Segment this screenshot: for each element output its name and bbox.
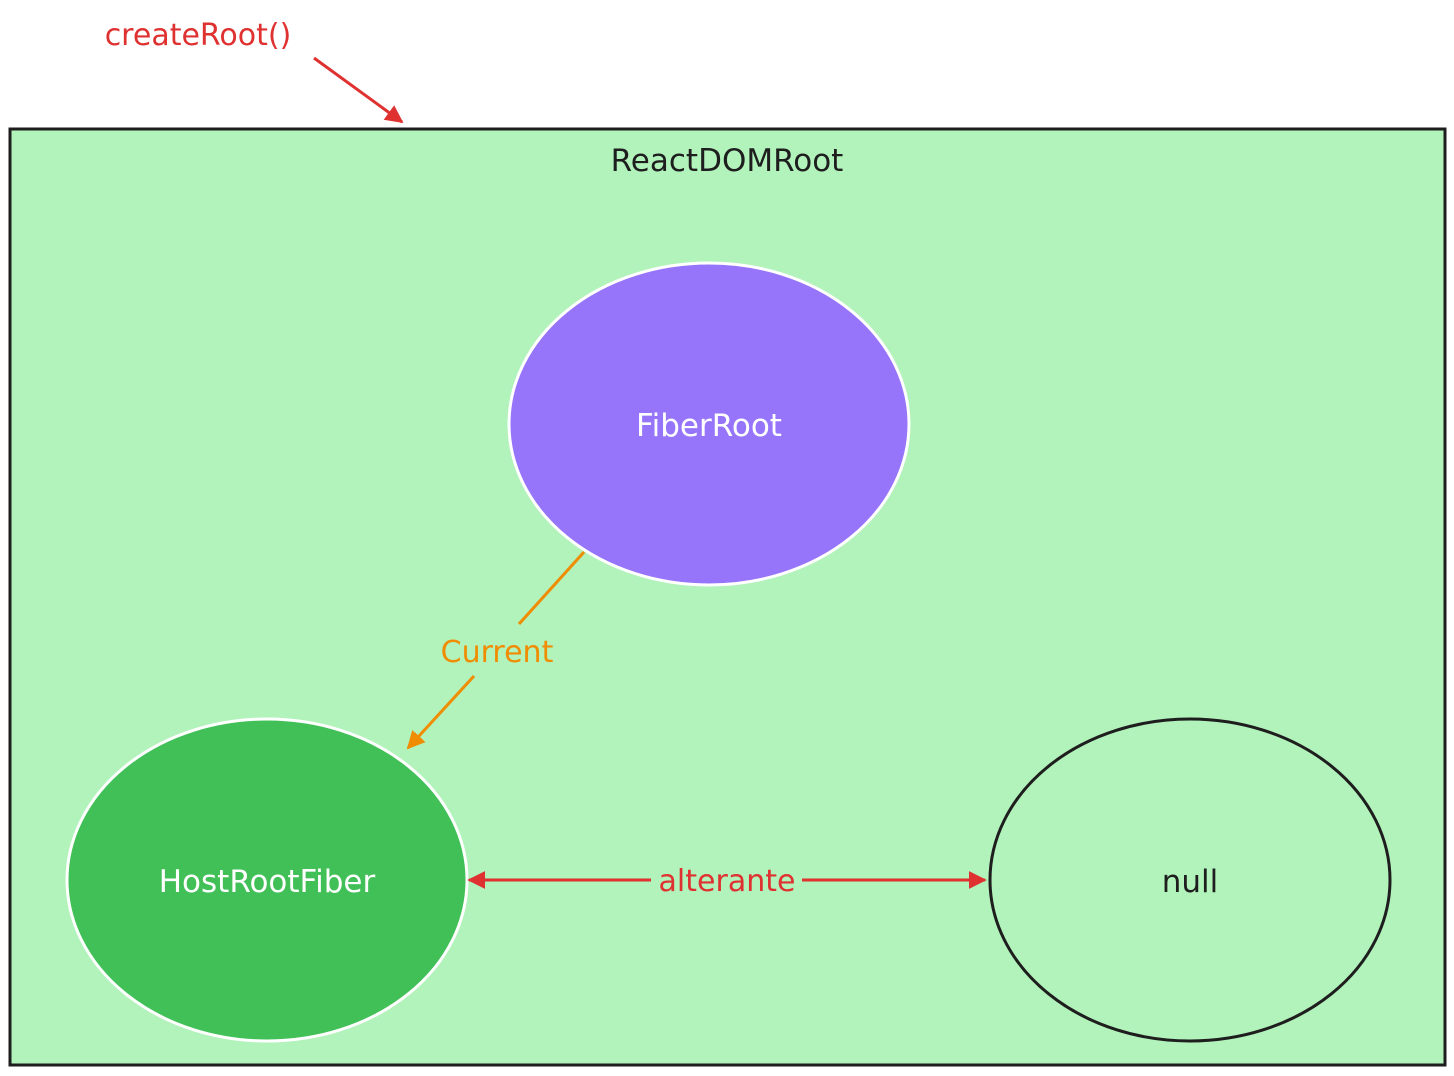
current-edge-label: Current [441,635,554,670]
alternate-edge-label: alterante [659,864,796,899]
react-dom-root-label: ReactDOMRoot [611,143,844,179]
create-root-label: createRoot() [105,18,292,53]
create-root-arrow [313,56,404,124]
null-node-label: null [1162,864,1219,900]
current-edge-segment-top [517,550,586,626]
host-root-fiber-node[interactable] [65,717,469,1043]
fiber-root-label: FiberRoot [636,408,782,444]
fiber-root-node[interactable] [507,261,911,587]
null-node[interactable] [988,717,1392,1043]
host-root-fiber-label: HostRootFiber [159,864,376,900]
current-edge-segment-bottom [406,674,476,750]
